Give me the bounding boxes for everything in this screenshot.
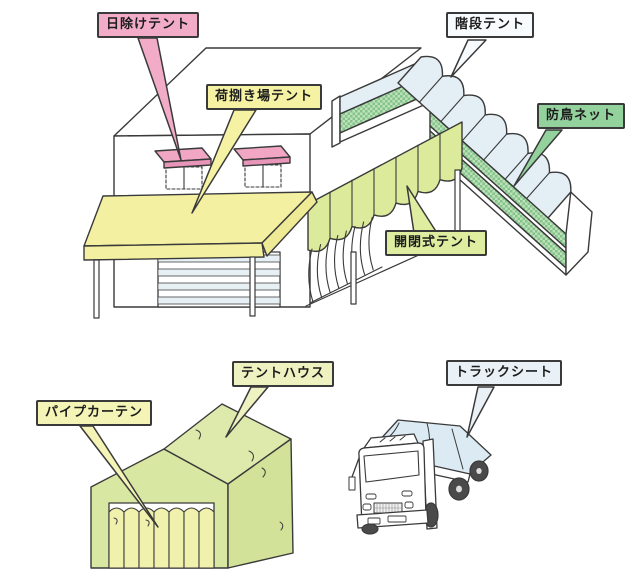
callout-label-bird-net: 防鳥ネット	[537, 103, 626, 129]
sunshade-awning-art	[154, 145, 291, 190]
callout-pointer-cargo-area	[191, 109, 257, 214]
callout-pointer-sunshade	[137, 37, 182, 161]
cargo-canopy-art	[83, 191, 318, 319]
callout-pointer-tent-house	[225, 386, 269, 438]
callout-label-tent-house: テントハウス	[232, 361, 335, 387]
callout-pointer-pipe-curtain	[79, 425, 159, 528]
callout-pointers	[79, 37, 563, 528]
tent-house-illustration	[90, 403, 294, 569]
callout-label-cargo-area-tent: 荷捌き場テント	[206, 84, 323, 110]
callout-pointer-truck-sheet	[466, 386, 495, 438]
staircase-tent-art	[397, 55, 572, 219]
truck-cab-art	[348, 433, 429, 535]
tent-house-side	[227, 438, 294, 569]
callout-label-retractable-tent: 開閉式テント	[385, 230, 488, 256]
callout-label-sunshade-tent: 日除けテント	[97, 12, 200, 38]
callout-label-pipe-curtain: パイプカーテン	[36, 400, 153, 426]
callout-pointer-staircase	[450, 39, 487, 78]
building-illustration	[83, 47, 593, 319]
shutter-door-art	[157, 251, 281, 308]
walkway-canopy-art	[331, 58, 427, 148]
bird-net-art	[429, 111, 593, 276]
callout-label-truck-sheet: トラックシート	[446, 360, 563, 386]
truck-illustration	[348, 419, 492, 535]
side-mirror	[348, 476, 356, 491]
support-pole	[350, 251, 357, 305]
retractable-tent-art	[307, 121, 463, 253]
pipe-curtain-art	[108, 502, 215, 569]
callout-label-staircase-tent: 階段テント	[446, 12, 535, 38]
support-pole	[454, 169, 461, 234]
callout-pointer-bird-net	[513, 129, 563, 187]
